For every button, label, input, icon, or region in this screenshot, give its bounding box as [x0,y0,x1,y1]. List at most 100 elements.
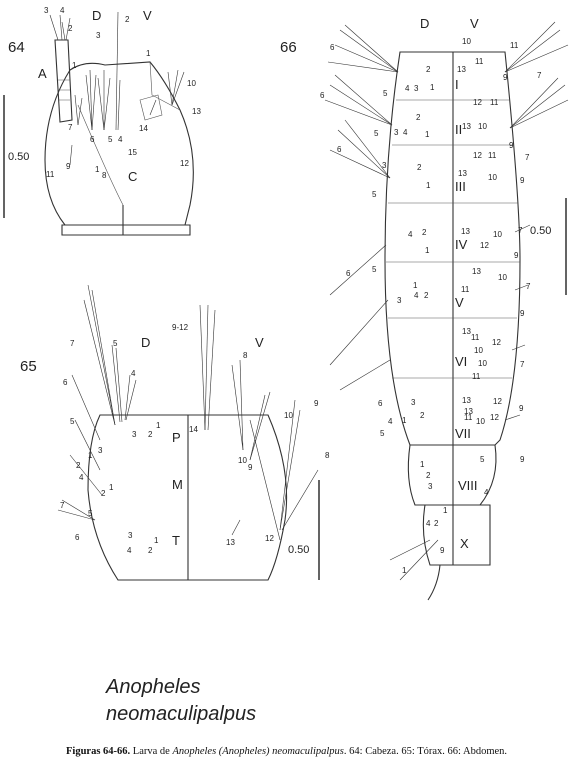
fig66-seta-9d: 9 [514,251,519,260]
fig66-seta-12d: 12 [492,338,501,347]
fig66-seta-7d: 7 [526,282,531,291]
fig66-seta-13e: 13 [472,267,481,276]
fig66-seta-4d: 4 [414,291,419,300]
fig64-seta-7: 7 [68,123,73,132]
fig66-seta-11c: 11 [490,98,499,107]
segment-borders [386,99,520,379]
segment-viii [407,444,497,506]
fig66-seta-13: 13 [457,65,466,74]
fig66-seta-13g: 13 [464,407,473,416]
fig66-scale-label: 0.50 [530,225,551,237]
fig66-seta-3e: 3 [411,398,416,407]
antenna-spicules [58,79,70,101]
fig65-label-d: D [141,335,150,350]
fig64-seta-2b: 2 [125,15,130,24]
fig66-seta-9c: 9 [520,176,525,185]
fig66-seta-1: 1 [430,83,435,92]
fig66-seta-1e: 1 [413,281,418,290]
fig65-seta-14: 14 [189,425,198,434]
fig66-seta-1c: 1 [426,181,431,190]
fig65-label-t: T [172,533,180,548]
figure-65-thorax: 65 D V 9-12 P M T 0.50 7 5 4 6 [20,284,330,581]
fig66-seta-7b: 7 [525,153,530,162]
segment-label-ii: II [455,122,462,137]
fig66-seta-11f: 11 [471,333,480,342]
fig65-seta-3: 3 [132,430,137,439]
fig66-seta-9: 9 [503,73,508,82]
fig64-number: 64 [8,39,25,56]
fig66-seta-13b: 13 [462,122,471,131]
fig66-seta-2: 2 [426,65,431,74]
caption-text-b: . 64: Cabeza. 65: Tórax. 66: Abdomen. [343,746,508,757]
fig65-seta-7b: 7 [60,501,65,510]
antenna [54,39,73,123]
species-name: Anopheles neomaculipalpus [106,674,256,728]
fig64-seta-1c: 1 [95,165,100,174]
fig65-seta-5c: 5 [88,509,93,518]
frontal-suture [77,104,124,206]
fig66-seta-11g: 11 [464,413,473,422]
fig66-seta-5: 5 [383,89,388,98]
fig66-seta-5f: 5 [480,455,485,464]
fig65-seta-1c: 1 [109,483,114,492]
fig66-seta-3c: 3 [382,161,387,170]
fig66-seta-11: 11 [475,57,484,66]
caption-taxon: Anopheles (Anopheles) neomaculipalpus [172,746,344,757]
fig66-seta-9f: 9 [520,455,525,464]
fig66-seta-7c: 7 [518,226,523,235]
fig65-seta-1b: 1 [88,451,93,460]
fig66-seta-3f: 3 [428,482,433,491]
fig66-seta-5e: 5 [380,429,385,438]
fig64-label-d: D [92,8,101,23]
fig66-seta-12f: 12 [493,397,502,406]
fig65-seta-13: 13 [226,538,235,547]
fig65-seta-2b: 2 [76,461,81,470]
fig66-seta-2b: 2 [416,113,421,122]
segment-label-i: I [455,77,459,92]
segment-label-vii: VII [455,426,471,441]
fig66-seta-11e: 11 [461,285,470,294]
species-genus: Anopheles [106,676,201,698]
fig65-seta-8: 8 [243,351,248,360]
fig66-seta-4e: 4 [388,417,393,426]
fig66-seta-11d: 11 [488,151,497,160]
fig65-seta-2c: 2 [101,489,106,498]
fig64-seta-3b: 3 [96,31,101,40]
caption-lead: Figuras 64-66. [65,746,131,757]
fig64-seta-2: 2 [68,24,73,33]
fig65-seta-10b: 10 [238,456,247,465]
fig65-label-p: P [172,430,181,445]
fig64-seta-4: 4 [60,6,65,15]
fig65-seta-3c: 3 [128,531,133,540]
thorax-setae [57,284,319,541]
segment-label-vi: VI [455,354,467,369]
fig66-seta-1g: 1 [420,460,425,469]
fig66-seta-9e: 9 [520,309,525,318]
figure-caption: Figuras 64-66. Larva de Anopheles (Anoph… [8,745,565,758]
fig66-seta-12: 12 [473,98,482,107]
figure-66-abdomen: 66 D V 0.50 I [280,16,569,601]
fig66-seta-1b: 1 [425,130,430,139]
fig65-seta-2d: 2 [148,546,153,555]
fig66-seta-6: 6 [330,43,335,52]
fig66-seta-2f: 2 [420,411,425,420]
fig66-seta-4g: 4 [426,519,431,528]
fig66-seta-12e: 12 [490,413,499,422]
fig66-seta-10d: 10 [493,230,502,239]
fig66-seta-5d: 5 [372,265,377,274]
fig66-seta-13c: 13 [458,169,467,178]
fig66-seta-4f: 4 [484,488,489,497]
fig66-seta-9h: 9 [440,546,445,555]
fig64-seta-10: 11 [46,170,55,179]
fig66-seta-10b: 10 [478,122,487,131]
fig64-seta-12: 12 [180,159,189,168]
fig64-seta-1b: 1 [146,49,151,58]
fig66-seta-13d: 13 [461,227,470,236]
fig66-seta-2d: 2 [422,228,427,237]
anal-gill [427,564,441,601]
fig66-seta-4c: 4 [408,230,413,239]
fig66-seta-1f: 1 [402,416,407,425]
fig66-seta-6b: 6 [320,91,325,100]
fig64-scale-label: 0.50 [8,151,29,163]
